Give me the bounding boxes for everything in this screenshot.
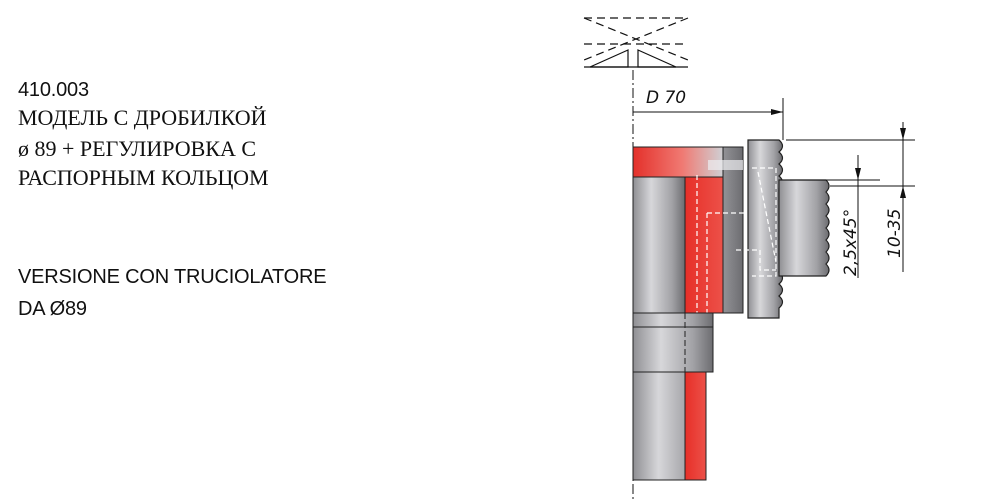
russian-description-line-3: РАСПОРНЫМ КОЛЬЦОМ — [18, 165, 269, 190]
diameter-label: D 70 — [646, 88, 686, 108]
diameter-dimension: D 70 — [633, 88, 784, 140]
spacer-ring — [632, 312, 714, 373]
cutter-knife — [736, 139, 830, 319]
lower-shaft — [632, 371, 707, 481]
chamfer-label: 2,5x45° — [841, 209, 861, 276]
russian-description-line-1: МОДЕЛЬ С ДРОБИЛКОЙ — [18, 105, 267, 130]
russian-description-line-2: ø 89 + РЕГУЛИРОВКА С — [18, 136, 257, 161]
main-body — [632, 146, 744, 314]
hidden-lines — [696, 175, 746, 313]
cutter-symbol-icon — [583, 17, 689, 68]
chamfer-dimension: 2,5x45° — [790, 155, 880, 278]
range-label: 10-35 — [885, 209, 905, 258]
italian-description-line-2: DA Ø89 — [18, 298, 87, 320]
range-dimension: 10-35 — [786, 122, 915, 272]
product-code: 410.003 — [18, 79, 89, 101]
italian-description-line-1: VERSIONE CON TRUCIOLATORE — [18, 266, 327, 288]
